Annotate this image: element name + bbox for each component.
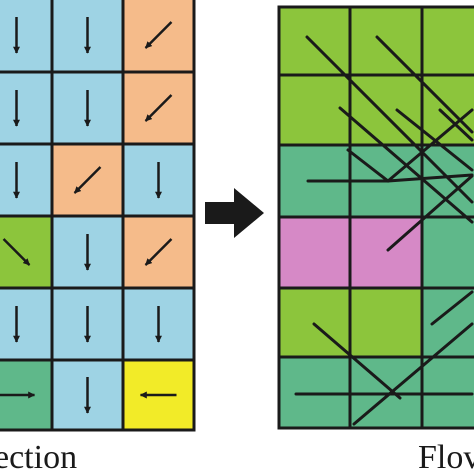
flow-line xyxy=(430,290,474,326)
flow-cell xyxy=(420,5,474,77)
flow-cell xyxy=(277,215,352,290)
direction-cell xyxy=(0,214,54,290)
flow-cell xyxy=(348,5,424,77)
direction-arrow xyxy=(73,166,102,194)
flow-caption: Flov xyxy=(418,439,474,474)
direction-arrow xyxy=(144,94,173,122)
flow-cell xyxy=(348,286,424,359)
flow-cell xyxy=(277,73,352,147)
flow-line xyxy=(346,148,390,183)
flow-cell xyxy=(420,215,474,290)
direction-cell xyxy=(0,0,54,74)
flow-accumulation-grid xyxy=(277,5,474,430)
flow-cell xyxy=(348,73,424,147)
direction-cell xyxy=(0,142,54,218)
flow-line xyxy=(386,108,474,183)
flow-line xyxy=(375,35,474,134)
flow-line xyxy=(386,174,474,252)
flow-line xyxy=(312,322,402,400)
direction-caption: ection xyxy=(0,439,77,474)
flow-line xyxy=(352,322,474,426)
direction-arrow xyxy=(144,238,173,266)
flow-cell xyxy=(277,5,352,77)
flow-lines xyxy=(294,35,474,426)
direction-arrow xyxy=(144,21,173,49)
direction-arrow xyxy=(2,238,31,266)
direction-cell xyxy=(0,286,54,362)
direction-grid xyxy=(0,0,196,432)
right-arrow-icon xyxy=(205,188,264,238)
flow-line xyxy=(386,173,474,183)
flow-line xyxy=(305,35,474,204)
direction-cell xyxy=(0,70,54,146)
flow-cell xyxy=(277,286,352,359)
